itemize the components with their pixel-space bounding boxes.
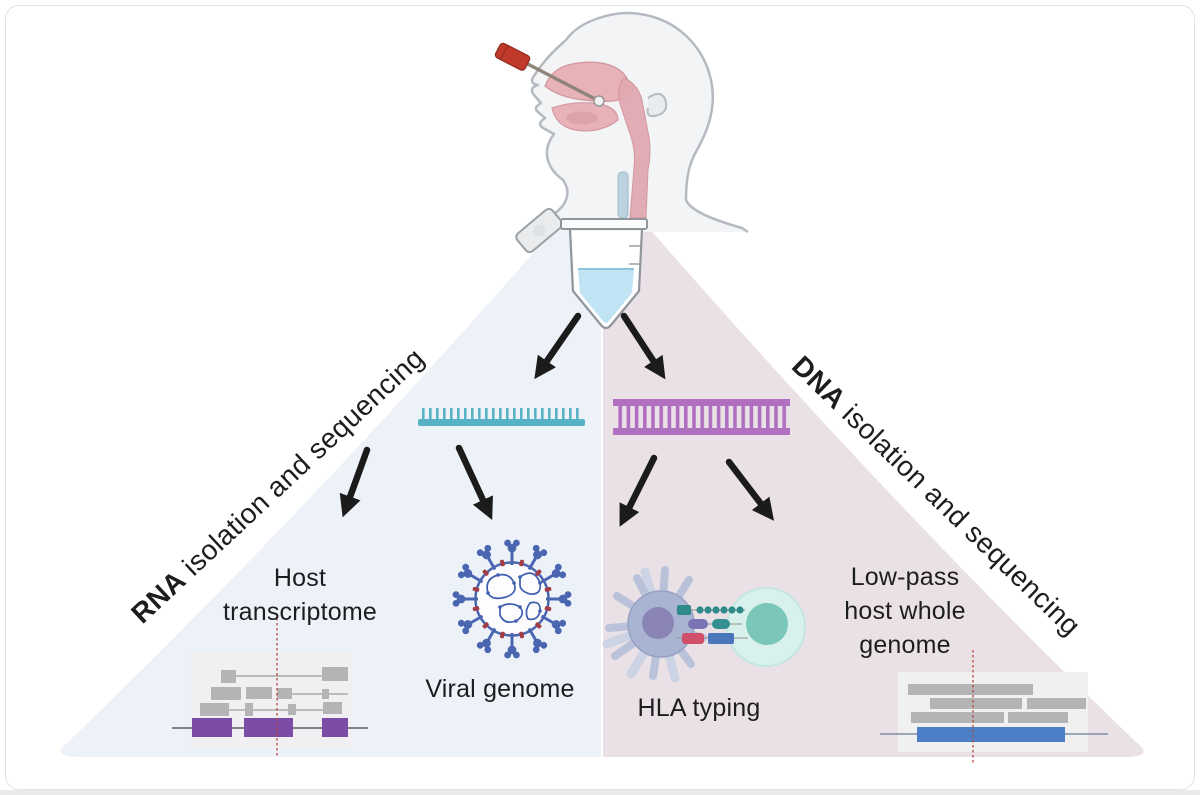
low-pass-line3: genome [859, 631, 951, 659]
low-pass-genome-label: Low-pass host whole genome [844, 560, 966, 662]
patient-head-swab-icon [494, 11, 749, 234]
flow-arrows [339, 312, 775, 527]
low-pass-line2: host whole [844, 597, 966, 625]
arrow-rna-to-transcriptome [339, 446, 371, 518]
nasal-swab-icon [494, 42, 605, 107]
antigen-presenting-cell-tcell-icon [602, 566, 806, 683]
host-transcriptome-line1: Host [273, 564, 327, 592]
transcriptome-tracks-icon [172, 618, 368, 757]
tube-liquid [578, 269, 634, 323]
low-pass-line1: Low-pass [850, 563, 960, 591]
viral-genome-label: Viral genome [425, 675, 575, 703]
genome-reads-icon [880, 650, 1108, 763]
dna-side-triangle [603, 175, 1144, 757]
arrow-tube-to-rna [534, 312, 582, 380]
rna-side-triangle [60, 175, 602, 757]
rna-strand-icon [418, 408, 585, 426]
host-transcriptome-line2: transcriptome [222, 598, 378, 626]
page-edge-strip [0, 790, 1200, 795]
sample-tube-icon [515, 207, 648, 330]
hla-molecules [676, 605, 748, 644]
hla-typing-label: HLA typing [637, 694, 761, 722]
host-transcriptome-label: Host transcriptome [223, 561, 377, 629]
arrow-dna-to-genome [725, 458, 775, 521]
dna-ladder-icon [613, 399, 790, 435]
arrow-rna-to-virus [455, 444, 493, 521]
arrow-dna-to-hla [619, 454, 658, 527]
arrow-tube-to-dna [620, 312, 666, 380]
virus-particle-icon [451, 538, 573, 660]
